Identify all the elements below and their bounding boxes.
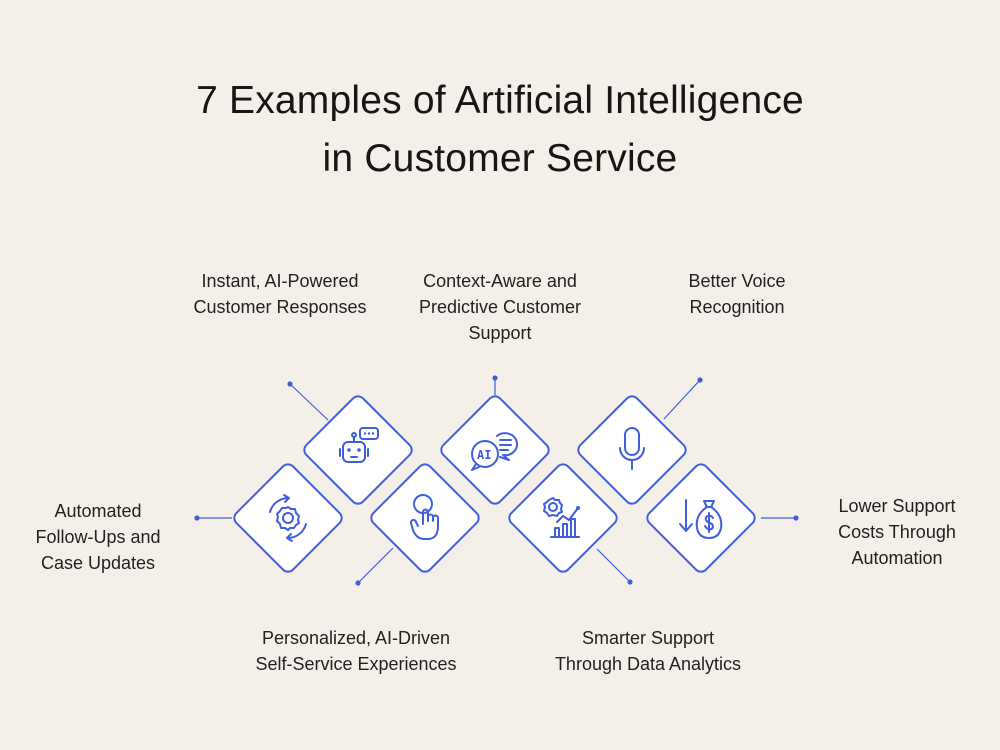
page-title: 7 Examples of Artificial Intelligence in… — [0, 72, 1000, 188]
chatbot-robot-icon — [339, 427, 379, 463]
connector-instant-responses — [289, 383, 329, 421]
connector-dot-context-aware — [492, 375, 498, 381]
ai-badge-text: AI — [477, 448, 491, 462]
connector-voice-recognition — [663, 379, 701, 420]
connector-dot-self-service — [355, 580, 361, 586]
tile-voice-recognition — [577, 395, 687, 505]
ai-chat-bubbles-icon: AI — [471, 432, 519, 471]
analytics-gear-chart-icon — [543, 497, 580, 538]
tile-follow-ups — [233, 463, 343, 573]
connector-dot-instant-responses — [287, 381, 293, 387]
gear-cycle-icon — [269, 494, 307, 542]
connectors — [194, 375, 799, 586]
tile-lower-costs — [646, 463, 756, 573]
connector-self-service — [357, 547, 394, 584]
connector-dot-follow-ups — [194, 515, 200, 521]
touch-gear-icon — [409, 494, 439, 540]
connector-data-analytics — [596, 548, 631, 583]
tile-self-service — [370, 463, 480, 573]
title-line-2: in Customer Service — [322, 137, 678, 180]
tile-context-aware: AI — [440, 395, 550, 505]
tile-data-analytics — [508, 463, 618, 573]
connector-dot-data-analytics — [627, 579, 633, 585]
tile-instant-responses — [303, 395, 413, 505]
connector-dot-lower-costs — [793, 515, 799, 521]
microphone-icon — [619, 427, 645, 470]
connector-dot-voice-recognition — [697, 377, 703, 383]
title-line-1: 7 Examples of Artificial Intelligence — [196, 79, 804, 122]
money-bag-down-arrow-icon — [679, 499, 723, 539]
